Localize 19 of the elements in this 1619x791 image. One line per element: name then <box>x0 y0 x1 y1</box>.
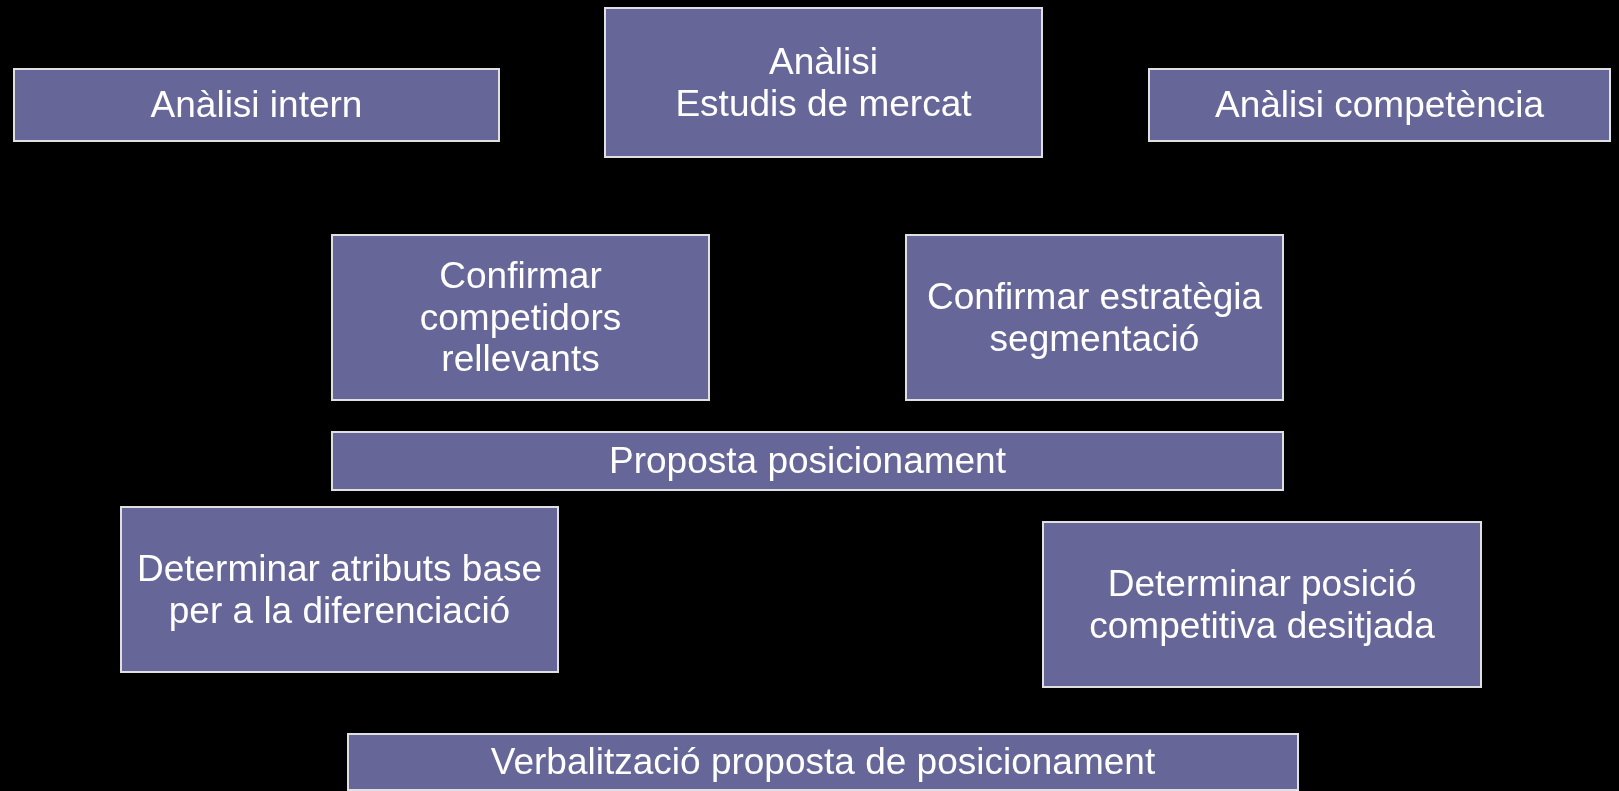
box-text: Proposta posicionament <box>609 440 1006 482</box>
box-text: Anàlisi intern <box>150 84 363 126</box>
box-text: Anàlisi <box>769 41 878 83</box>
box-text: Estudis de mercat <box>675 82 972 124</box>
box-text: Verbalització proposta de posicionament <box>490 741 1156 783</box>
process-box <box>331 431 1284 491</box>
box-text: Determinar atributs base per a la diferenciació <box>135 548 544 631</box>
box-text: Determinar posició competitiva desitjada <box>1088 563 1436 646</box>
process-box <box>604 7 1043 158</box>
process-box <box>13 68 500 142</box>
box-text: Confirmar competidors rellevants <box>418 255 623 380</box>
process-box <box>1148 68 1611 142</box>
box-text: Confirmar estratègia segmentació <box>925 276 1264 359</box>
process-box <box>905 234 1284 401</box>
box-text: Anàlisi competència <box>1214 84 1545 126</box>
process-box <box>120 506 559 673</box>
process-box <box>331 234 710 401</box>
process-box <box>347 733 1299 791</box>
process-box <box>1042 521 1482 688</box>
